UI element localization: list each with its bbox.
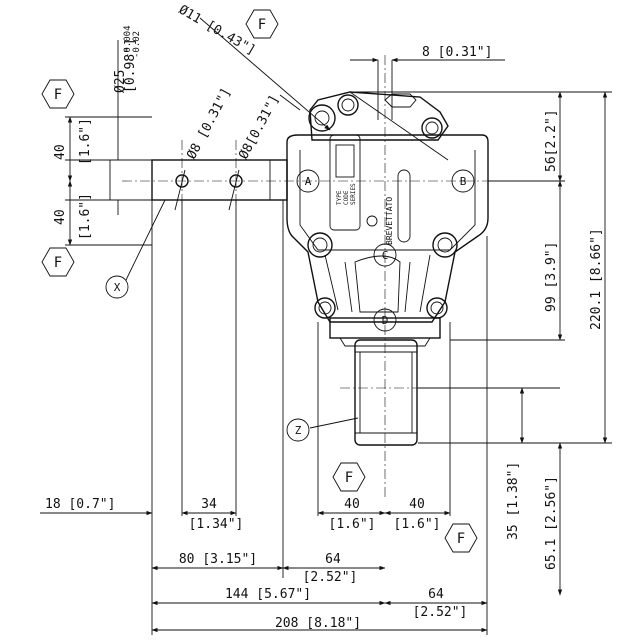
label-d: D [382,314,389,327]
dim-right-56: 56[2.2"] [544,109,559,172]
dim-bottom-34-inch: [1.34"] [189,517,244,532]
callout-f-left-top: F [54,87,62,103]
dim-bottom-18: 18 [0.7"] [45,497,115,512]
dim-bottom-208: 208 [8.18"] [275,616,361,631]
dim-bottom-40b: 40 [409,497,425,512]
dim-bottom-80: 80 [3.15"] [179,552,257,567]
callout-hexagons [41,9,478,553]
bolt-holes [307,94,458,319]
dim-right-65: 65.1 [2.56"] [544,476,559,570]
dim-left-inch-bottom: [1.6"] [78,193,93,240]
label-c: C [382,249,389,262]
dim-tol-upper: -0.004 [123,25,133,58]
output-shaft [354,339,418,446]
dim-bottom-64b-inch: [2.52"] [413,605,468,620]
extension-lines [65,40,612,635]
input-shaft [151,159,288,201]
dim-d11: Ø11 [0.43"] [176,2,258,58]
dim-right-99: 99 [3.9"] [544,242,559,312]
reference-circles [105,169,475,442]
label-x: X [114,281,121,294]
callout-f-left-bottom: F [54,255,62,271]
dim-right-35: 35 [1.38"] [506,462,521,540]
label-a: A [305,175,312,188]
callout-f-right: F [457,531,465,547]
dim-bottom-64a-inch: [2.52"] [303,570,358,585]
dim-left-inch-top: [1.6"] [78,118,93,165]
dim-bottom-40a: 40 [344,497,360,512]
dim-d25: Ø25 [113,70,128,93]
dim-top-8: 8 [0.31"] [422,45,492,60]
dim-bottom-40b-inch: [1.6"] [394,517,441,532]
dim-right-220: 220.1 [8.66"] [589,228,604,330]
plate-series: SERIES [350,183,357,205]
dim-bottom-64a: 64 [325,552,341,567]
plate-type: TYPE [336,190,343,205]
brevettato-text: BREVETTATO [385,197,394,245]
callout-f-bottom: F [345,470,353,486]
dim-d8-a: Ø8 [0.31"] [184,86,234,162]
dim-d25-inch: [0.98"] [123,38,138,93]
callout-f-top: F [258,17,266,33]
dim-bottom-144: 144 [5.67"] [225,587,311,602]
callout-labels: F F F F F X Z A B C D TYPE CODE SERIES B… [54,17,467,547]
label-b: B [460,175,467,188]
dim-left-40-top: 40 [53,144,68,160]
plate-code: CODE [343,190,350,205]
dim-d8-b: Ø8[0.31"] [236,93,282,162]
dim-bottom-40a-inch: [1.6"] [329,517,376,532]
dim-left-40-bottom: 40 [53,209,68,225]
dimension-lines [40,17,608,633]
dim-tol-lower: -0.02 [132,31,142,58]
dimension-labels: Ø11 [0.43"] -0.004 -0.02 Ø25 [0.98"] Ø8 … [45,2,604,631]
dim-bottom-34: 34 [201,497,217,512]
dim-bottom-64b: 64 [428,587,444,602]
label-z: Z [295,424,302,437]
